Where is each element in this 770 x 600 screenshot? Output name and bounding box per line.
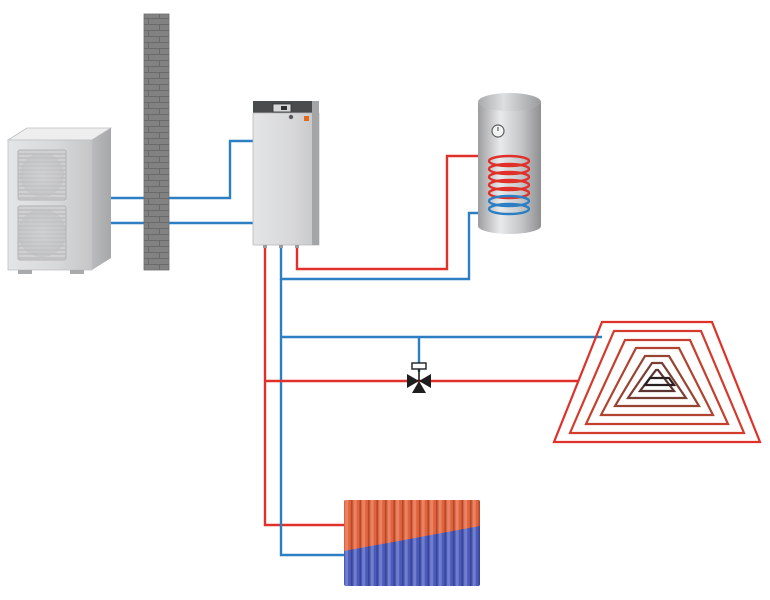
status-led-icon [304,116,309,121]
floor-loop-8 [642,376,677,387]
radiator-column-highlight [464,500,468,586]
radiator-column-highlight [362,500,366,586]
three-way-valve-icon [407,362,431,393]
heating-coil [487,154,531,216]
floor-loop-4 [599,346,715,417]
radiator-column-gap [376,500,378,586]
column-radiator-icon [344,500,480,586]
radiator-column-gap [393,500,395,586]
radiator-column-gap [359,500,361,586]
pipe-cylinder-return [279,211,488,281]
radiator-column-gap [410,500,412,586]
pipe-main-flow [263,247,349,527]
radiator-column-highlight [447,500,451,586]
radiator-column-highlight [438,500,442,586]
radiator-column-gap [444,500,446,586]
radiator-column-highlight [413,500,417,586]
radiator-column-gap [435,500,438,586]
underfloor-heating-loop-icon [552,320,762,444]
radiator-column-highlight [379,500,383,586]
radiator-column-highlight [387,500,391,586]
radiator-column-gap [367,500,370,586]
pipe-cylinder-flow [295,154,488,271]
radiator-column-gap [478,500,480,586]
floor-loop-2 [568,329,746,435]
radiator-column-gap [427,500,429,586]
pipe-main-return [279,279,349,557]
radiator-column-highlight [430,500,434,586]
radiator-column-highlight [472,500,476,586]
radiator-column-gap [384,500,387,586]
radiator-column-gap [350,500,353,586]
radiator-column-highlight [455,500,459,586]
pipe-outdoor-to-indoor-upper [109,139,256,200]
indoor-heat-pump-module-icon [252,101,320,248]
radiator-column-gap [461,500,463,586]
outdoor-heat-pump-unit-icon [6,127,113,274]
floor-loop-5 [613,354,701,408]
radiator-column-highlight [421,500,425,586]
water-cylinder-with-coil-icon [478,93,541,234]
radiator-column-gap [452,500,455,586]
radiator-column-highlight [345,500,349,586]
radiator-column-gap [418,500,421,586]
radiator-column-highlight [370,500,374,586]
floor-loop-1 [552,320,762,444]
radiator-column-gap [469,500,472,586]
floor-loop-6 [625,361,689,400]
radiator-columns [345,500,480,586]
radiator-column-gap [401,500,404,586]
floor-loop-3 [584,338,730,426]
control-dial-icon [288,114,294,120]
radiator-column-highlight [396,500,400,586]
radiator-column-highlight [353,500,357,586]
radiator-column-highlight [404,500,408,586]
brick-wall-icon [143,13,170,271]
